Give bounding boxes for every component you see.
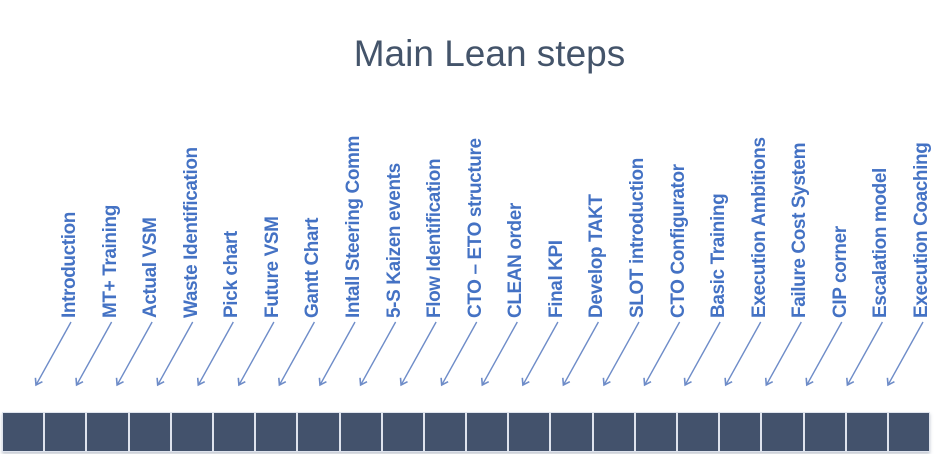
step-label: Gantt Chart bbox=[302, 217, 324, 318]
timeline-segment bbox=[382, 413, 423, 451]
leader-arrow bbox=[886, 321, 924, 387]
leader-arrow bbox=[115, 321, 153, 387]
leader-arrow bbox=[156, 321, 194, 387]
leader-arrow bbox=[440, 321, 478, 387]
timeline-segment bbox=[129, 413, 170, 451]
step-label: Final KPI bbox=[545, 240, 567, 318]
leader-arrow bbox=[196, 321, 234, 387]
timeline-segment bbox=[509, 413, 550, 451]
step-label: Flow Identification bbox=[424, 158, 446, 318]
step-label: CTO Configurator bbox=[667, 164, 689, 318]
step-label: Future VSM bbox=[261, 216, 283, 318]
step-label: CLEAN order bbox=[505, 203, 527, 318]
leader-arrow bbox=[278, 321, 316, 387]
step-label: MT+ Training bbox=[99, 205, 121, 318]
leader-arrow bbox=[602, 321, 640, 387]
timeline-bar bbox=[2, 412, 930, 452]
leader-arrow bbox=[643, 321, 681, 387]
step-label: Intall Steering Comm bbox=[342, 135, 364, 318]
timeline-segment bbox=[298, 413, 339, 451]
timeline-segment bbox=[424, 413, 466, 451]
step-label: Waste Identification bbox=[180, 147, 202, 318]
timeline-segment bbox=[846, 413, 887, 451]
leader-arrow bbox=[34, 321, 72, 387]
step-label: Execution Coaching bbox=[910, 142, 932, 318]
timeline-segment bbox=[45, 413, 86, 451]
slide-title: Main Lean steps bbox=[353, 33, 626, 74]
timeline-segment bbox=[678, 413, 719, 451]
timeline-segment bbox=[593, 413, 634, 451]
timeline-segment bbox=[635, 413, 676, 451]
step-label: SLOT introduction bbox=[626, 158, 648, 318]
leader-arrow bbox=[521, 321, 559, 387]
timeline-segment bbox=[340, 413, 381, 451]
timeline-segment bbox=[3, 413, 44, 451]
timeline-segment bbox=[551, 413, 592, 451]
leader-arrow bbox=[683, 321, 721, 387]
step-label: Execution Ambitions bbox=[748, 137, 770, 318]
leader-arrow bbox=[318, 321, 356, 387]
step-label: Actual VSM bbox=[140, 217, 162, 318]
leader-arrow bbox=[237, 321, 275, 387]
timeline-segment bbox=[762, 413, 803, 451]
step-label: CTO – ETO structure bbox=[464, 138, 486, 318]
step-label: Escalation model bbox=[870, 168, 892, 318]
step-label: Develop TAKT bbox=[586, 194, 608, 318]
timeline-segment bbox=[213, 413, 255, 451]
step-label: CIP corner bbox=[829, 226, 851, 318]
timeline-segment bbox=[171, 413, 212, 451]
leader-arrow bbox=[562, 321, 600, 387]
leader-arrow bbox=[764, 321, 802, 387]
leader-arrow bbox=[75, 321, 113, 387]
timeline-segment bbox=[467, 413, 508, 451]
leader-arrow bbox=[359, 321, 397, 387]
timeline-segment bbox=[720, 413, 761, 451]
leader-arrow bbox=[846, 321, 884, 387]
step-label: Failure Cost System bbox=[789, 142, 811, 318]
step-label: Introduction bbox=[59, 211, 80, 318]
timeline-segment bbox=[256, 413, 297, 451]
step-label: 5-S Kaizen events bbox=[383, 163, 405, 318]
leader-arrow bbox=[805, 321, 843, 387]
timeline-segment bbox=[87, 413, 128, 451]
leader-arrow bbox=[480, 321, 518, 387]
step-label: Pick chart bbox=[221, 231, 243, 318]
timeline-segment bbox=[888, 413, 930, 451]
timeline-segment bbox=[804, 413, 845, 451]
leader-arrow bbox=[399, 321, 437, 387]
leader-arrow bbox=[724, 321, 762, 387]
step-label: Basic Training bbox=[708, 193, 730, 318]
